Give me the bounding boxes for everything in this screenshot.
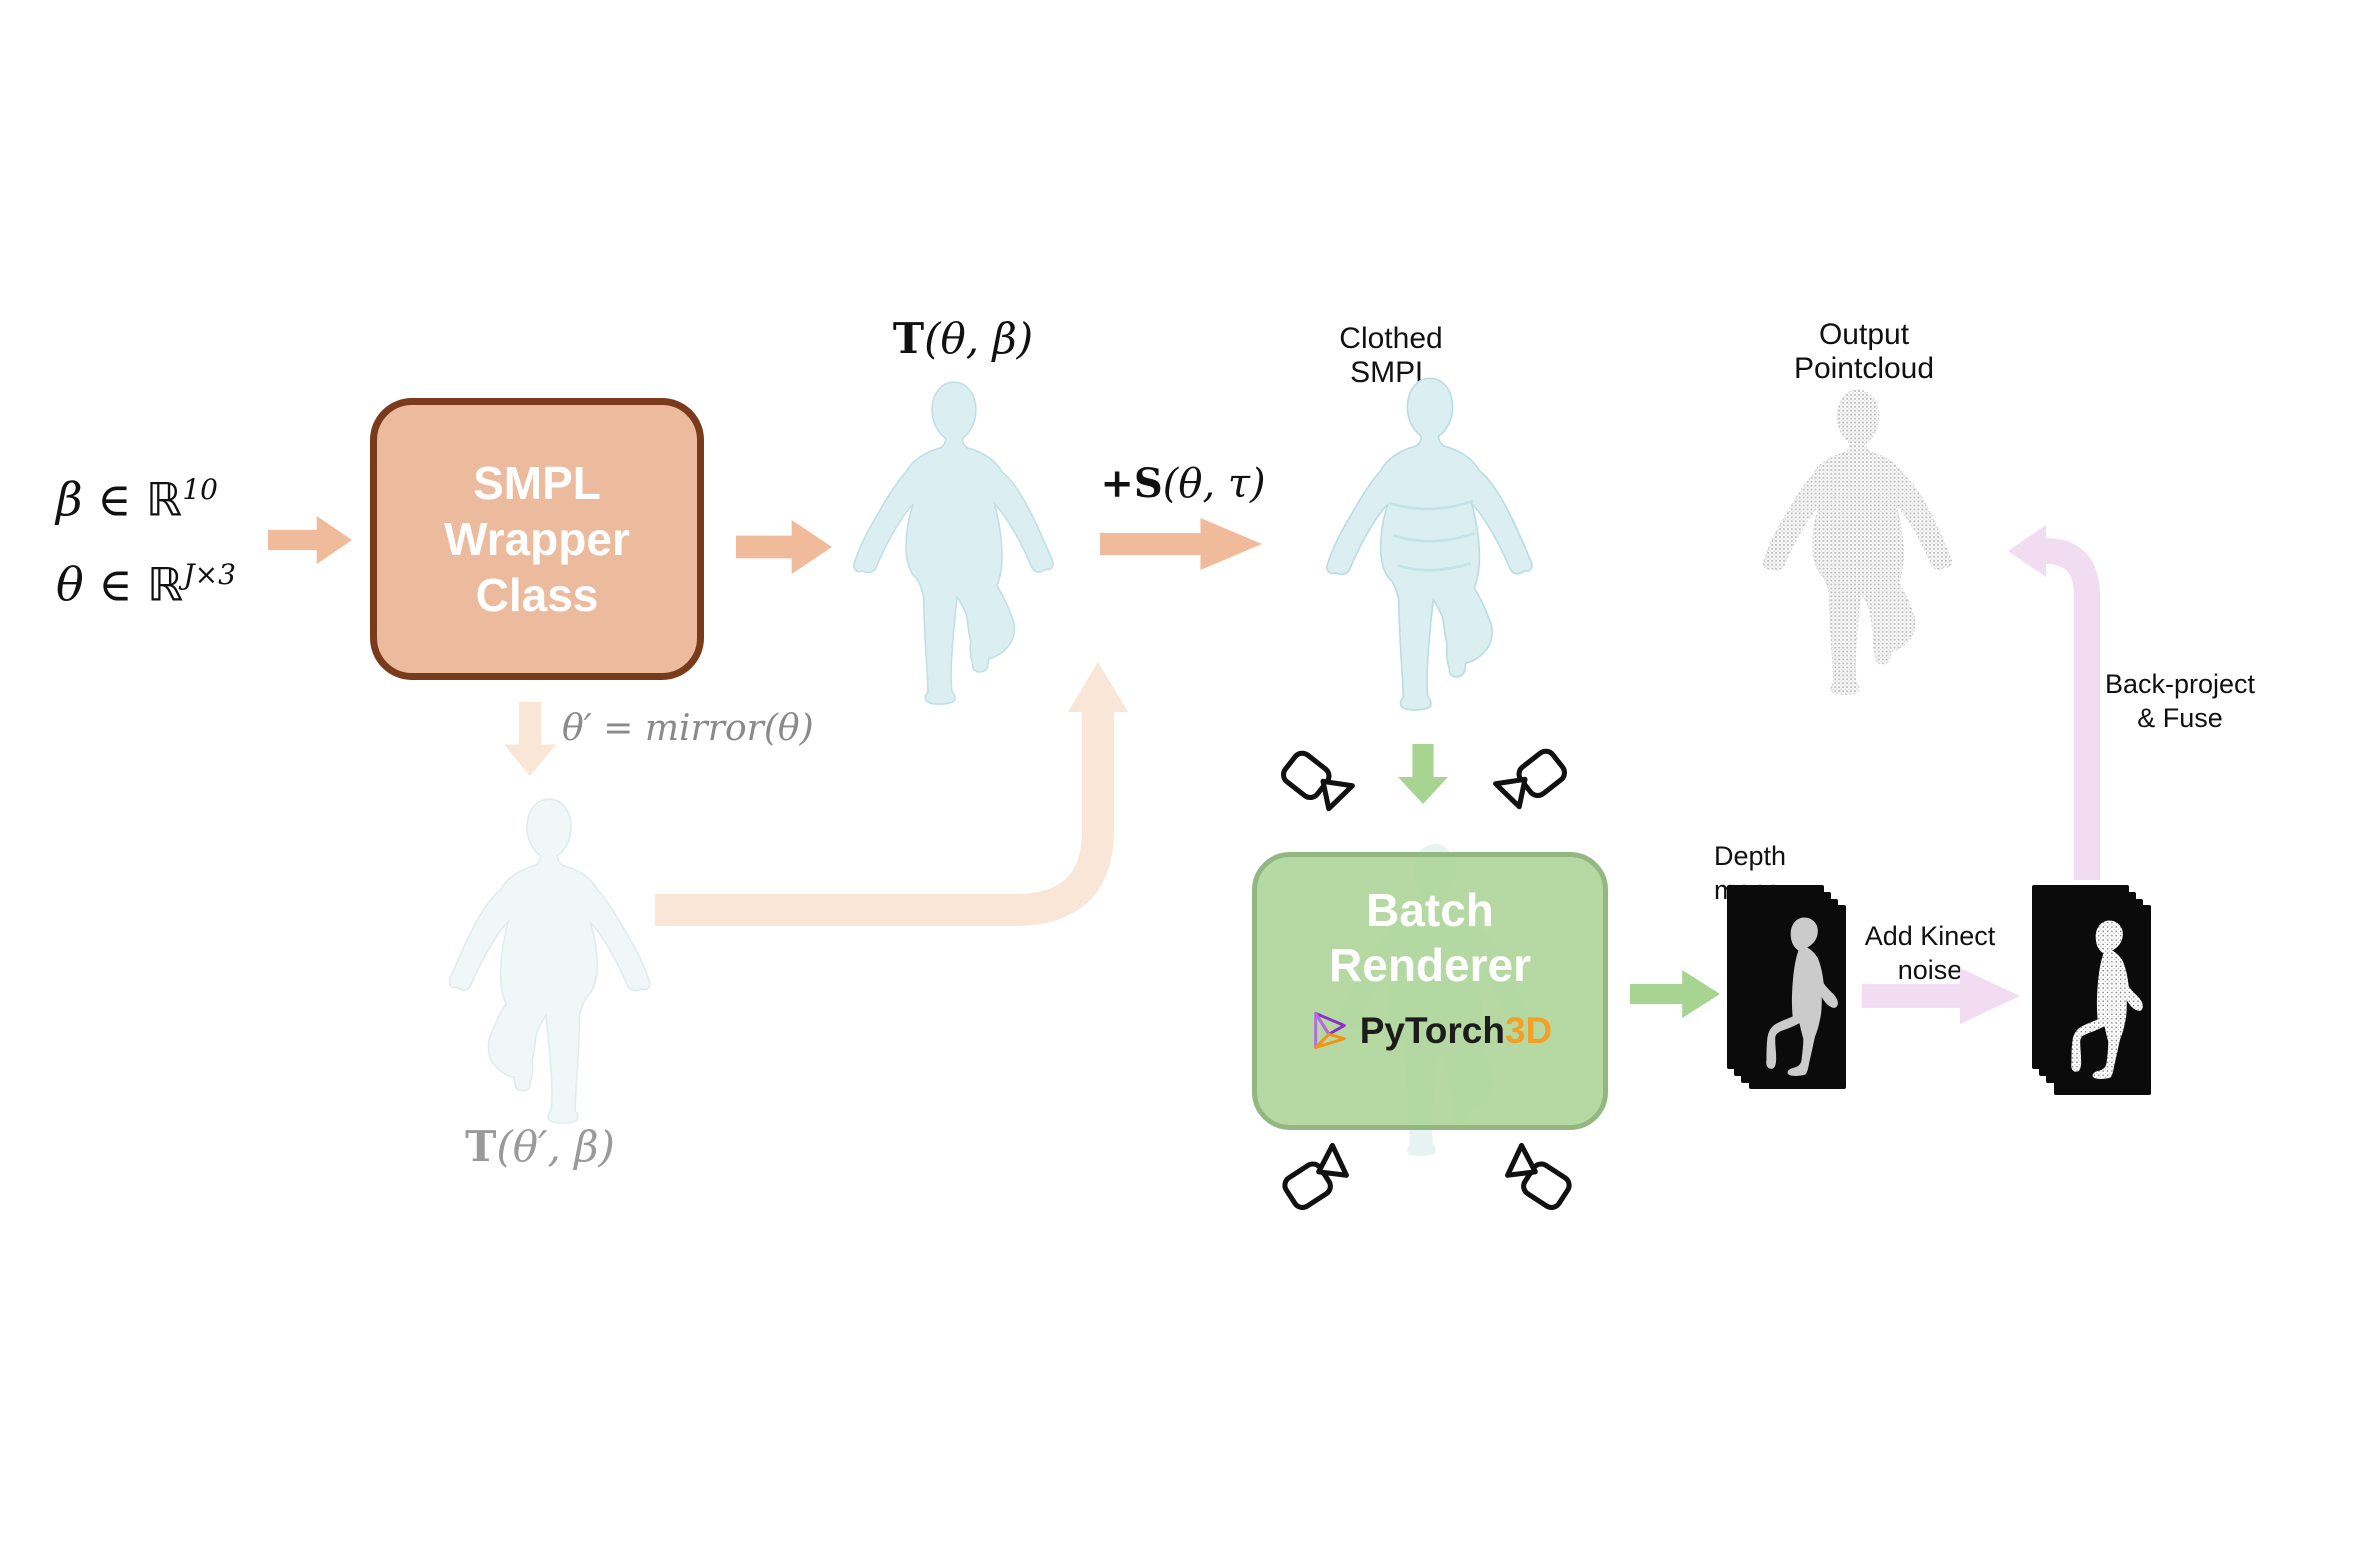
- pytorch-3d-text: 3D: [1504, 1010, 1553, 1052]
- clothed-smpl-mesh: [1325, 377, 1533, 711]
- mirrored-pose-label: T(θ′, β): [465, 1122, 615, 1171]
- output-pointcloud-label: Output Pointcloud: [1793, 318, 1935, 385]
- noisy-depth-silhouette: [2054, 912, 2151, 1088]
- camera-icon: [1271, 740, 1361, 827]
- noisy-depth-stack: [2032, 885, 2154, 1097]
- arrow-input-to-smpl: [268, 516, 352, 564]
- add-kinect-noise-label: Add Kinect noise: [1864, 921, 1996, 985]
- mirror-equation: θ′ = mirror(θ): [562, 708, 814, 749]
- pytorch3d-logo-icon: [1313, 1012, 1346, 1050]
- smpl-wrapper-label: SMPL Wrapper Class: [444, 456, 630, 622]
- arrow-clothed-to-renderer: [1398, 744, 1448, 804]
- beta-input: β ∈ ℝ10: [56, 472, 218, 527]
- arrow-tpose-to-clothed: [1100, 518, 1262, 570]
- depth-map-stack: [1727, 885, 1849, 1093]
- arrow-noisy-to-pointcloud: [2008, 525, 2100, 880]
- pytorch-logo-text: PyTorch: [1359, 1010, 1505, 1052]
- cloth-wrinkles: [1388, 499, 1476, 572]
- input-parameters: β ∈ ℝ10 θ ∈ ℝJ×3: [56, 452, 376, 623]
- output-pointcloud-mesh: [1762, 389, 1953, 696]
- tpose-label: T(θ, β): [892, 314, 1034, 363]
- theta-input: θ ∈ ℝJ×3: [56, 557, 236, 612]
- camera-icon: [1487, 738, 1577, 825]
- depth-silhouette: [1749, 909, 1846, 1085]
- arrow-renderer-to-depth: [1630, 970, 1720, 1018]
- arrow-depth-to-noisy: [1862, 968, 2020, 1024]
- batch-renderer-label: Batch Renderer: [1329, 884, 1531, 992]
- clothed-smpl-label: Clothed SMPL: [1339, 322, 1443, 389]
- arrow-mirror-to-tpose: [655, 662, 1128, 926]
- backproject-label: Back-project & Fuse: [2104, 669, 2256, 733]
- shape-offset-label: +S(θ, τ): [1100, 460, 1266, 507]
- mirrored-smpl-mesh: [448, 798, 651, 1124]
- arrow-smpl-to-mirror: [504, 702, 556, 776]
- smpl-wrapper-box: SMPL Wrapper Class: [370, 398, 704, 680]
- arrow-smpl-to-tpose: [736, 520, 832, 574]
